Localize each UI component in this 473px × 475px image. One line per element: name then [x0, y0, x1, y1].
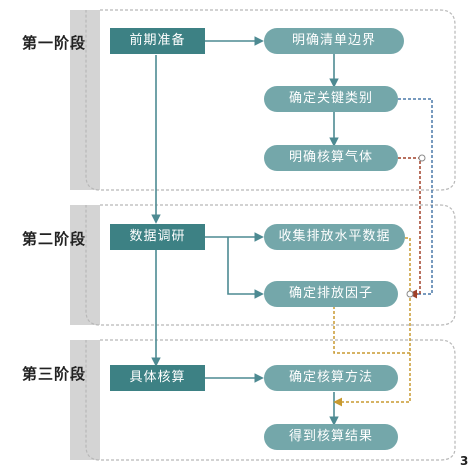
node-method[interactable]: 确定核算方法 [264, 365, 398, 391]
node-data-research[interactable]: 数据调研 [110, 224, 205, 250]
node-emission-factors[interactable]: 确定排放因子 [264, 281, 398, 307]
junction-marker [418, 154, 426, 162]
node-define-gases[interactable]: 明确核算气体 [264, 145, 398, 171]
page-number: 3 [460, 454, 469, 468]
dashed-gases-to-factors [398, 157, 421, 299]
dashed-collect-to-method [333, 237, 411, 407]
node-define-categories[interactable]: 确定关键类别 [264, 86, 398, 112]
node-define-boundary[interactable]: 明确清单边界 [264, 28, 404, 54]
junction-marker [406, 290, 414, 298]
stage3-panel [70, 339, 456, 461]
node-collect-activity[interactable]: 收集排放水平数据 [264, 224, 405, 250]
stage2-label: 第二阶段 [22, 230, 87, 248]
node-prep[interactable]: 前期准备 [110, 28, 205, 54]
dashed-categories-to-factors [398, 98, 433, 299]
dashed-factors-to-method [333, 306, 410, 354]
node-accounting[interactable]: 具体核算 [110, 365, 205, 391]
stage3-label: 第三阶段 [22, 365, 87, 383]
stage1-label: 第一阶段 [22, 34, 87, 52]
arrow-research-to-factors [227, 237, 264, 299]
node-results[interactable]: 得到核算结果 [264, 424, 398, 450]
stage2-panel [70, 204, 456, 326]
stage1-panel [70, 9, 456, 191]
